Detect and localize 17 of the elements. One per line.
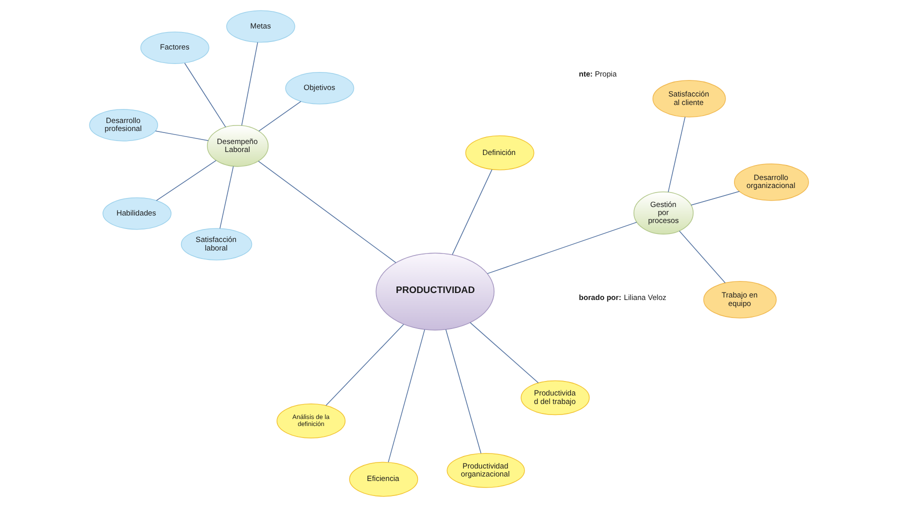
connector	[184, 62, 226, 128]
node-ellipse: PRODUCTIVIDAD	[375, 252, 494, 330]
connector	[469, 322, 538, 384]
connector	[258, 160, 396, 264]
connector	[156, 160, 216, 201]
connector	[219, 166, 234, 229]
connector	[690, 190, 740, 206]
connector	[667, 116, 685, 192]
connector	[258, 101, 301, 132]
connector	[325, 324, 404, 406]
connector	[678, 230, 726, 284]
connector	[154, 130, 208, 141]
connector	[444, 329, 481, 454]
connector	[451, 169, 492, 255]
connector	[240, 42, 258, 126]
connector	[387, 329, 425, 463]
connector	[486, 222, 636, 274]
